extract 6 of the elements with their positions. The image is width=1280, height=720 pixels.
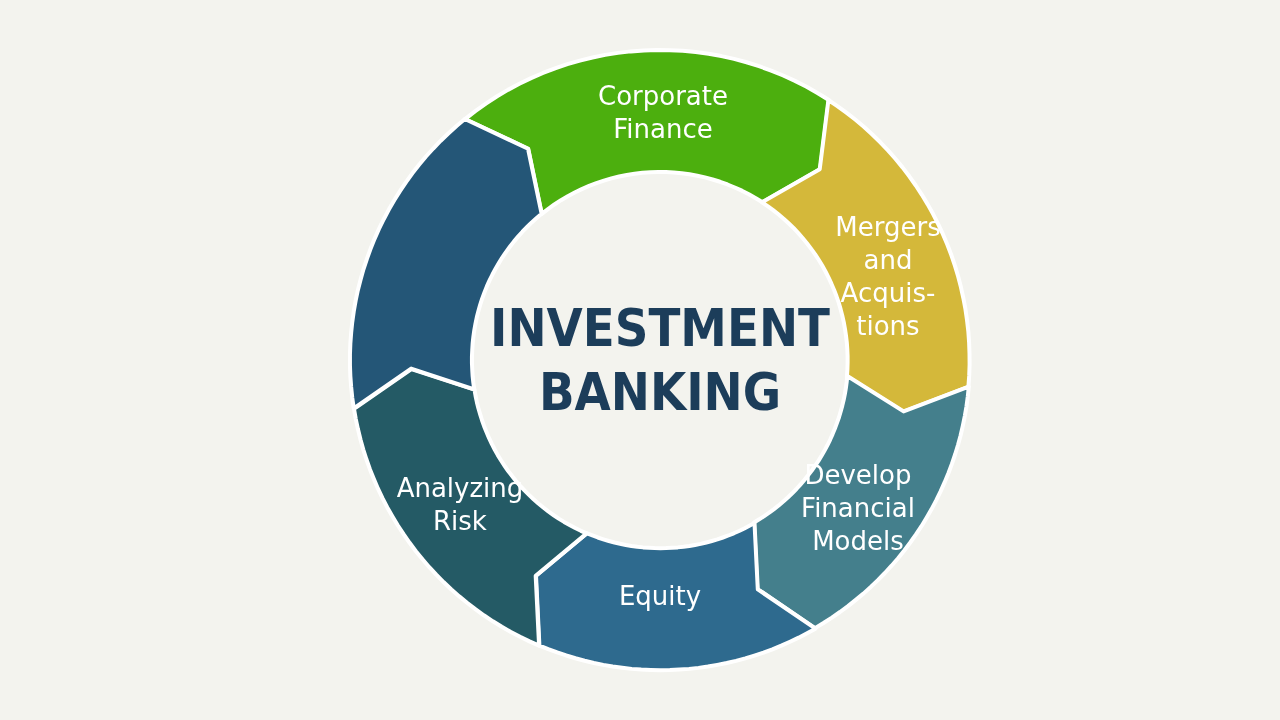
segment-label: Equity [617,579,703,613]
segment-label: Corporate Finance [597,80,729,146]
segment-label: Analyzing Risk [395,472,525,538]
center-title: INVESTMENT BANKING [490,297,830,424]
segment-label: Develop Financial Models [800,458,916,558]
segment-label: Mergers and Acquis- tions [834,211,942,343]
